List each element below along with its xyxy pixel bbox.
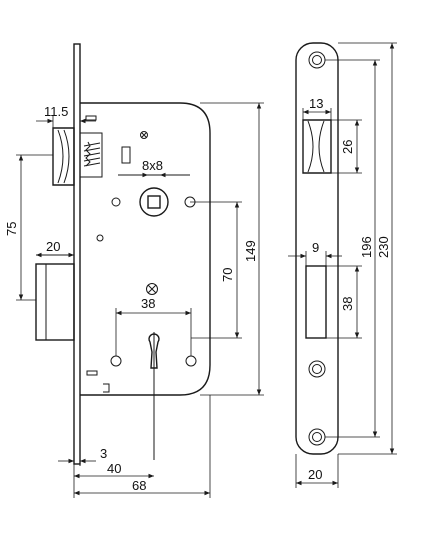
dim-backset-label: 40 [107,461,121,476]
dim-20-left: 20 [36,239,74,258]
latch-bolt [52,127,103,186]
dim-38-right: 38 [326,265,362,339]
dead-bolt [35,254,75,341]
dim-38-left: 38 [115,296,192,356]
case-screw-lower [146,283,158,295]
dim-11-5: 11.5 [36,104,96,128]
dim-spindle-label: 8x8 [142,158,163,173]
faceplate-screw-top [308,51,326,69]
faceplate-screw-bottom [308,428,326,446]
dim-screw-distance-label: 196 [359,236,374,258]
faceplate-screw-middle [308,360,326,378]
dim-plate-width-label: 20 [308,467,322,482]
faceplate-latch-hole [302,119,332,174]
dim-26: 26 [331,119,362,174]
faceplate-bolt-hole [305,265,327,339]
dim-key-spacing-label: 38 [141,296,155,311]
dim-plate-height-label: 230 [376,236,391,258]
dim-latch-offset-label: 75 [4,222,19,236]
lock-faceplate [73,43,81,465]
dim-75: 75 [4,154,53,301]
lock-case [80,102,211,396]
dim-230: 230 [338,42,397,455]
dim-196: 196 [325,59,380,438]
lock-body-view [35,43,211,465]
dim-case-height-label: 149 [243,240,258,262]
dim-20-right: 20 [295,454,339,488]
dim-8x8: 8x8 [138,158,170,178]
faceplate-outline [295,42,339,455]
dim-9: 9 [288,240,342,266]
dim-bolt-hole-width-label: 9 [312,240,319,255]
dim-68: 68 [74,478,210,496]
dim-13: 13 [302,96,332,120]
dim-latch-hole-height-label: 26 [340,140,355,154]
dim-faceplate-thickness-label: 3 [100,446,107,461]
dim-backset-plate-label: 11.5 [44,104,68,119]
dim-center-distance-label: 70 [220,268,235,282]
dim-latch-hole-width-label: 13 [309,96,323,111]
case-screw-top [140,131,148,139]
dim-70: 70 [190,201,242,339]
dim-149: 149 [200,102,264,396]
keyhole [148,332,160,460]
spindle-follower [118,174,190,217]
dim-case-depth-label: 68 [132,478,146,493]
dim-bolt-hole-height-label: 38 [340,297,355,311]
dim-40: 40 [74,461,154,479]
dim-latch-width-label: 20 [46,239,60,254]
dim-3: 3 [58,446,107,466]
